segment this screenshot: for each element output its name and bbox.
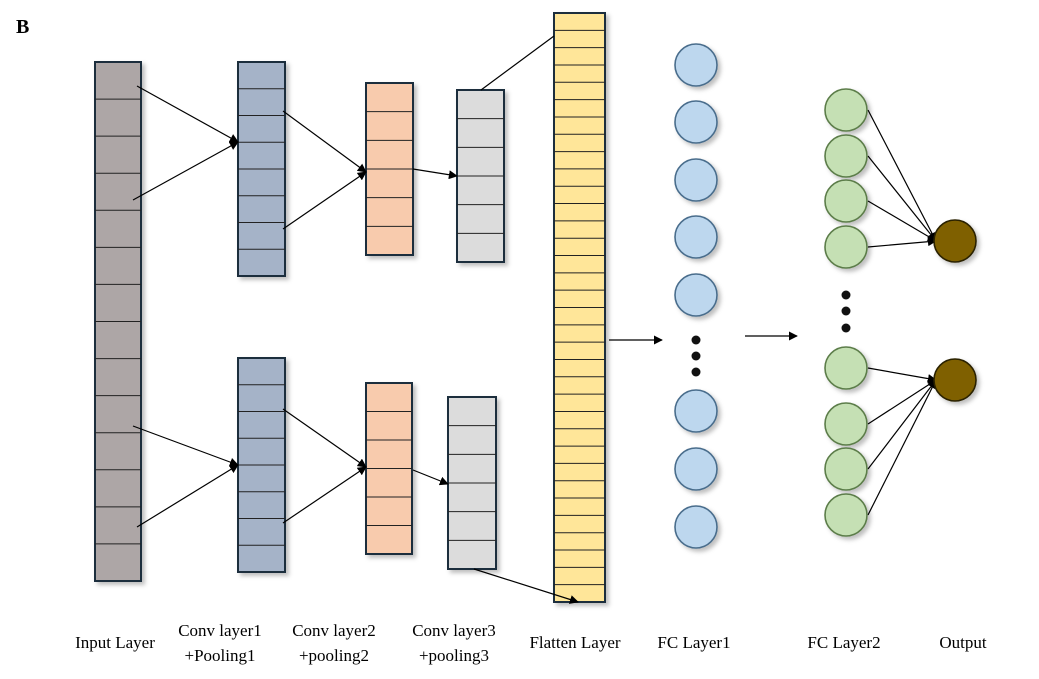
connections [132, 35, 937, 604]
arrow-fc2-out2-a [867, 367, 937, 384]
arrow-fc2-out2-c [867, 379, 937, 470]
ellipsis-dot [841, 323, 851, 333]
neuron-node [824, 225, 868, 269]
neuron-node [933, 219, 977, 263]
panel-label: B [16, 16, 29, 38]
arrow-fc2-out1-c [867, 200, 937, 242]
neuron-node [674, 43, 718, 87]
fc1-ellipsis [691, 335, 701, 377]
neuron-node [674, 215, 718, 259]
arrow-conv2-conv3-bot [412, 469, 449, 486]
output-nodes [933, 219, 977, 402]
neuron-node [824, 134, 868, 178]
ellipsis-dot [841, 290, 851, 300]
ellipsis-dot [691, 367, 701, 377]
arrow-conv1-conv2-top-b [282, 171, 367, 230]
arrow-fc2-out1-a [867, 109, 937, 242]
arrow-conv3-flatten-bot [473, 568, 579, 604]
neuron-node [824, 402, 868, 446]
neuron-node [824, 346, 868, 390]
label-conv3-line1: Conv layer3 [412, 621, 496, 640]
neuron-node [674, 158, 718, 202]
neuron-node [674, 389, 718, 433]
conv1-top-block [237, 61, 286, 277]
neuron-node [674, 100, 718, 144]
ellipsis-dot [841, 306, 851, 316]
arrow-input-conv1-bot-b [136, 464, 239, 528]
arrow-conv1-conv2-bot-b [282, 466, 367, 524]
label-conv1-line2: +Pooling1 [185, 646, 256, 665]
neuron-node [674, 447, 718, 491]
neuron-node [933, 358, 977, 402]
label-conv2-line1: Conv layer2 [292, 621, 376, 640]
neuron-node [674, 505, 718, 549]
neuron-node [824, 493, 868, 537]
neuron-node [824, 179, 868, 223]
label-fc-layer2: FC Layer2 [807, 633, 880, 652]
input-layer-block [94, 61, 142, 582]
arrow-fc2-out2-d [867, 379, 937, 516]
conv3-top-block [456, 89, 505, 263]
conv2-top-block [365, 82, 414, 256]
arrow-input-conv1-top-a [136, 85, 239, 143]
conv1-bottom-block [237, 357, 286, 573]
label-conv3-line2: +pooling3 [419, 646, 489, 665]
label-input-layer: Input Layer [75, 633, 155, 652]
label-fc-layer1: FC Layer1 [657, 633, 730, 652]
line-conv3-flatten-top [480, 35, 555, 91]
label-conv1-line1: Conv layer1 [178, 621, 262, 640]
arrow-fc2-out1-b [867, 155, 937, 242]
label-output: Output [939, 633, 987, 652]
conv2-bottom-block [365, 382, 413, 555]
flatten-layer-block [553, 12, 606, 603]
arrow-fc2-out2-b [867, 379, 937, 425]
arrow-input-conv1-top-b [132, 141, 239, 201]
fc2-ellipsis [841, 290, 851, 333]
arrow-conv1-conv2-top-a [282, 110, 367, 173]
ellipsis-dot [691, 335, 701, 345]
arrow-conv2-conv3-top [412, 168, 458, 180]
fc-layer1-nodes [674, 43, 718, 549]
neuron-node [674, 273, 718, 317]
label-flatten-layer: Flatten Layer [529, 633, 620, 652]
arrow-fc2-out1-d [867, 237, 937, 248]
arrow-input-conv1-bot-a [132, 425, 239, 467]
ellipsis-dot [691, 351, 701, 361]
label-conv2-line2: +pooling2 [299, 646, 369, 665]
arrow-conv1-conv2-bot-a [282, 408, 367, 468]
neuron-node [824, 88, 868, 132]
conv3-bottom-block [447, 396, 497, 570]
neuron-node [824, 447, 868, 491]
fc-layer2-nodes [824, 88, 868, 537]
